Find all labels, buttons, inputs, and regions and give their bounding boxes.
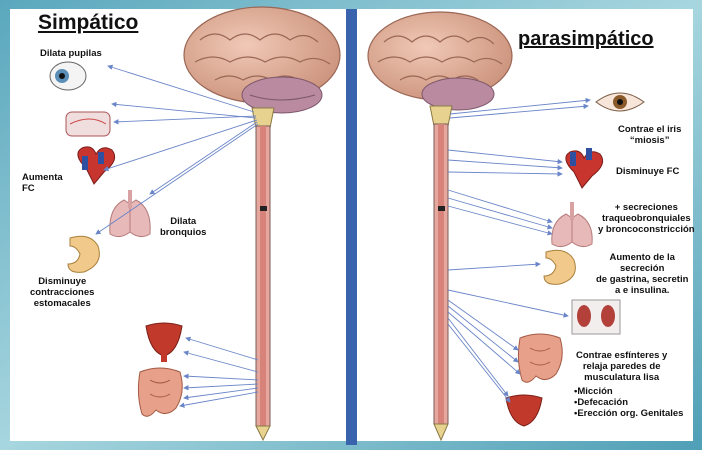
label-line: Disminuye <box>30 276 94 287</box>
label-line: Dilata <box>160 216 206 227</box>
label-line: Contrae el iris <box>618 124 681 135</box>
sympathetic-title: Simpático <box>38 11 138 35</box>
brain-right <box>368 12 512 110</box>
kidneys-icon <box>572 300 620 334</box>
eye-icon <box>50 62 86 90</box>
label-bullets: •Micción •Defecación •Erección org. Geni… <box>574 386 683 419</box>
bladder-icon <box>146 323 182 362</box>
label-contract-iris: Contrae el iris “miosis” <box>618 124 681 146</box>
label-line: musculatura lisa <box>576 372 667 383</box>
intestine-icon <box>518 334 562 382</box>
salivary-gland-icon <box>66 112 110 136</box>
label-secretions: + secreciones traqueobronquiales y bronc… <box>598 202 695 235</box>
stomach-icon <box>544 250 575 284</box>
label-line: bronquios <box>160 227 206 238</box>
label-line: + secreciones <box>598 202 695 213</box>
label-line: y broncoconstricción <box>598 224 695 235</box>
label-line: Aumenta <box>22 172 63 183</box>
label-line: Contrae esfínteres y <box>576 350 667 361</box>
label-line: relaja paredes de <box>576 361 667 372</box>
label-line: secreción <box>596 263 688 274</box>
label-line: estomacales <box>30 298 94 309</box>
label-line: a e insulina. <box>596 285 688 296</box>
label-line: •Micción <box>574 386 683 397</box>
label-line: contracciones <box>30 287 94 298</box>
label-decrease-hr: Disminuye FC <box>616 166 679 177</box>
label-gastric-secretion: Aumento de la secreción de gastrina, sec… <box>596 252 688 296</box>
lungs-icon <box>110 190 150 237</box>
parasympathetic-title: parasimpático <box>518 28 654 51</box>
label-sphincters: Contrae esfínteres y relaja paredes de m… <box>576 350 667 383</box>
intestine-icon <box>138 368 182 416</box>
label-line: •Erección org. Genitales <box>574 408 683 419</box>
label-line: “miosis” <box>618 135 681 146</box>
eye-icon <box>596 93 644 111</box>
heart-icon <box>78 147 115 184</box>
label-dilate-pupils: Dilata pupilas <box>40 48 102 59</box>
label-line: •Defecación <box>574 397 683 408</box>
label-line: traqueobronquiales <box>598 213 695 224</box>
lungs-icon <box>552 202 592 247</box>
heart-icon <box>566 148 603 188</box>
label-line: FC <box>22 183 63 194</box>
label-dilate-bronchi: Dilata bronquios <box>160 216 206 238</box>
label-increase-hr: Aumenta FC <box>22 172 63 194</box>
stomach-icon <box>68 236 99 272</box>
label-text: Disminuye FC <box>616 166 679 177</box>
label-decrease-stomach: Disminuye contracciones estomacales <box>30 276 94 309</box>
label-text: Dilata pupilas <box>40 48 102 59</box>
bladder-icon <box>506 395 542 426</box>
spinal-cord-right <box>430 106 452 440</box>
label-line: Aumento de la <box>596 252 688 263</box>
spinal-cord-left <box>252 108 274 440</box>
label-line: de gastrina, secretin <box>596 274 688 285</box>
